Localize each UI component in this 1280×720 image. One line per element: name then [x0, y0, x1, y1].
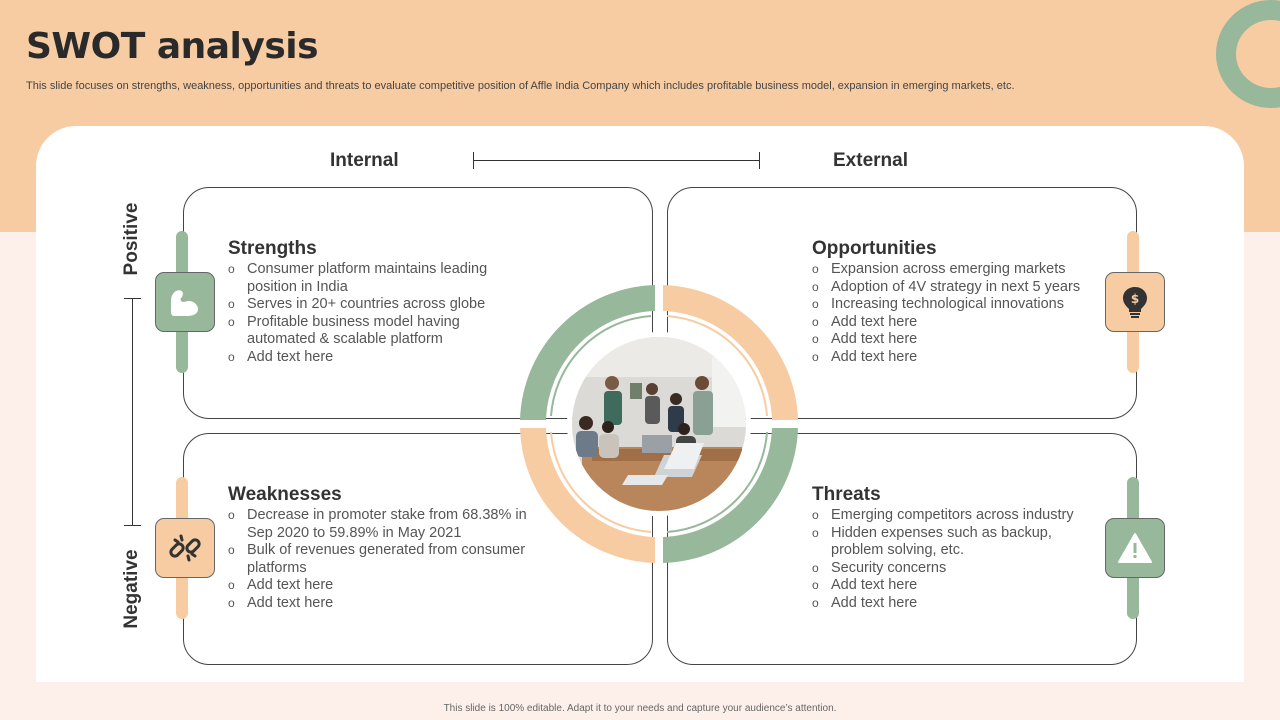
warning-triangle-icon: [1118, 533, 1152, 563]
opportunities-title: Opportunities: [812, 238, 937, 259]
center-donut: [520, 285, 798, 563]
list-item: Emerging competitors across industry: [812, 507, 1102, 525]
weaknesses-list: Decrease in promoter stake from 68.38% i…: [228, 507, 528, 613]
team-photo: [567, 332, 751, 516]
list-item: Increasing technological innovations: [812, 296, 1102, 314]
threats-title: Threats: [812, 484, 881, 505]
opportunities-icon-box: $: [1105, 272, 1165, 332]
list-item: Adoption of 4V strategy in next 5 years: [812, 279, 1102, 297]
threats-icon-box: [1105, 518, 1165, 578]
threats-list: Emerging competitors across industry Hid…: [812, 507, 1102, 613]
list-item: Serves in 20+ countries across globe: [228, 296, 518, 314]
decorative-ring: [1216, 0, 1280, 108]
opportunities-list: Expansion across emerging markets Adopti…: [812, 261, 1102, 367]
list-item: Add text here: [812, 314, 1102, 332]
list-item: Consumer platform maintains leading posi…: [228, 261, 518, 296]
weaknesses-icon-box: [155, 518, 215, 578]
weaknesses-title: Weaknesses: [228, 484, 342, 505]
list-item: Decrease in promoter stake from 68.38% i…: [228, 507, 528, 542]
list-item: Add text here: [228, 349, 518, 367]
positive-label: Positive: [121, 202, 142, 276]
lightbulb-dollar-icon: $: [1123, 287, 1147, 318]
list-item: Add text here: [812, 577, 1102, 595]
donut-segment-weaknesses: [520, 428, 655, 563]
external-label: External: [833, 150, 908, 171]
svg-text:$: $: [1131, 292, 1139, 306]
donut-segment-threats: [663, 428, 798, 563]
list-item: Add text here: [812, 331, 1102, 349]
list-item: Expansion across emerging markets: [812, 261, 1102, 279]
horizontal-axis-line: [473, 152, 760, 169]
list-item: Hidden expenses such as backup, problem …: [812, 525, 1102, 560]
flexed-arm-icon: [171, 290, 198, 316]
broken-link-icon: [169, 534, 201, 562]
list-item: Add text here: [228, 595, 528, 613]
slide-footer: This slide is 100% editable. Adapt it to…: [443, 703, 837, 714]
list-item: Bulk of revenues generated from consumer…: [228, 542, 528, 577]
internal-label: Internal: [330, 150, 399, 171]
strengths-title: Strengths: [228, 238, 317, 259]
donut-segment-strengths: [520, 285, 655, 420]
list-item: Profitable business model having automat…: [228, 314, 518, 349]
list-item: Add text here: [812, 595, 1102, 613]
donut-segment-opportunities: [663, 285, 798, 420]
strengths-icon-box: [155, 272, 215, 332]
list-item: Add text here: [228, 577, 528, 595]
strengths-list: Consumer platform maintains leading posi…: [228, 261, 518, 367]
list-item: Add text here: [812, 349, 1102, 367]
slide-subtitle: This slide focuses on strengths, weaknes…: [26, 80, 1015, 92]
vertical-axis-line: [124, 298, 141, 526]
negative-label: Negative: [121, 549, 142, 629]
slide-title: SWOT analysis: [26, 26, 319, 67]
list-item: Security concerns: [812, 560, 1102, 578]
